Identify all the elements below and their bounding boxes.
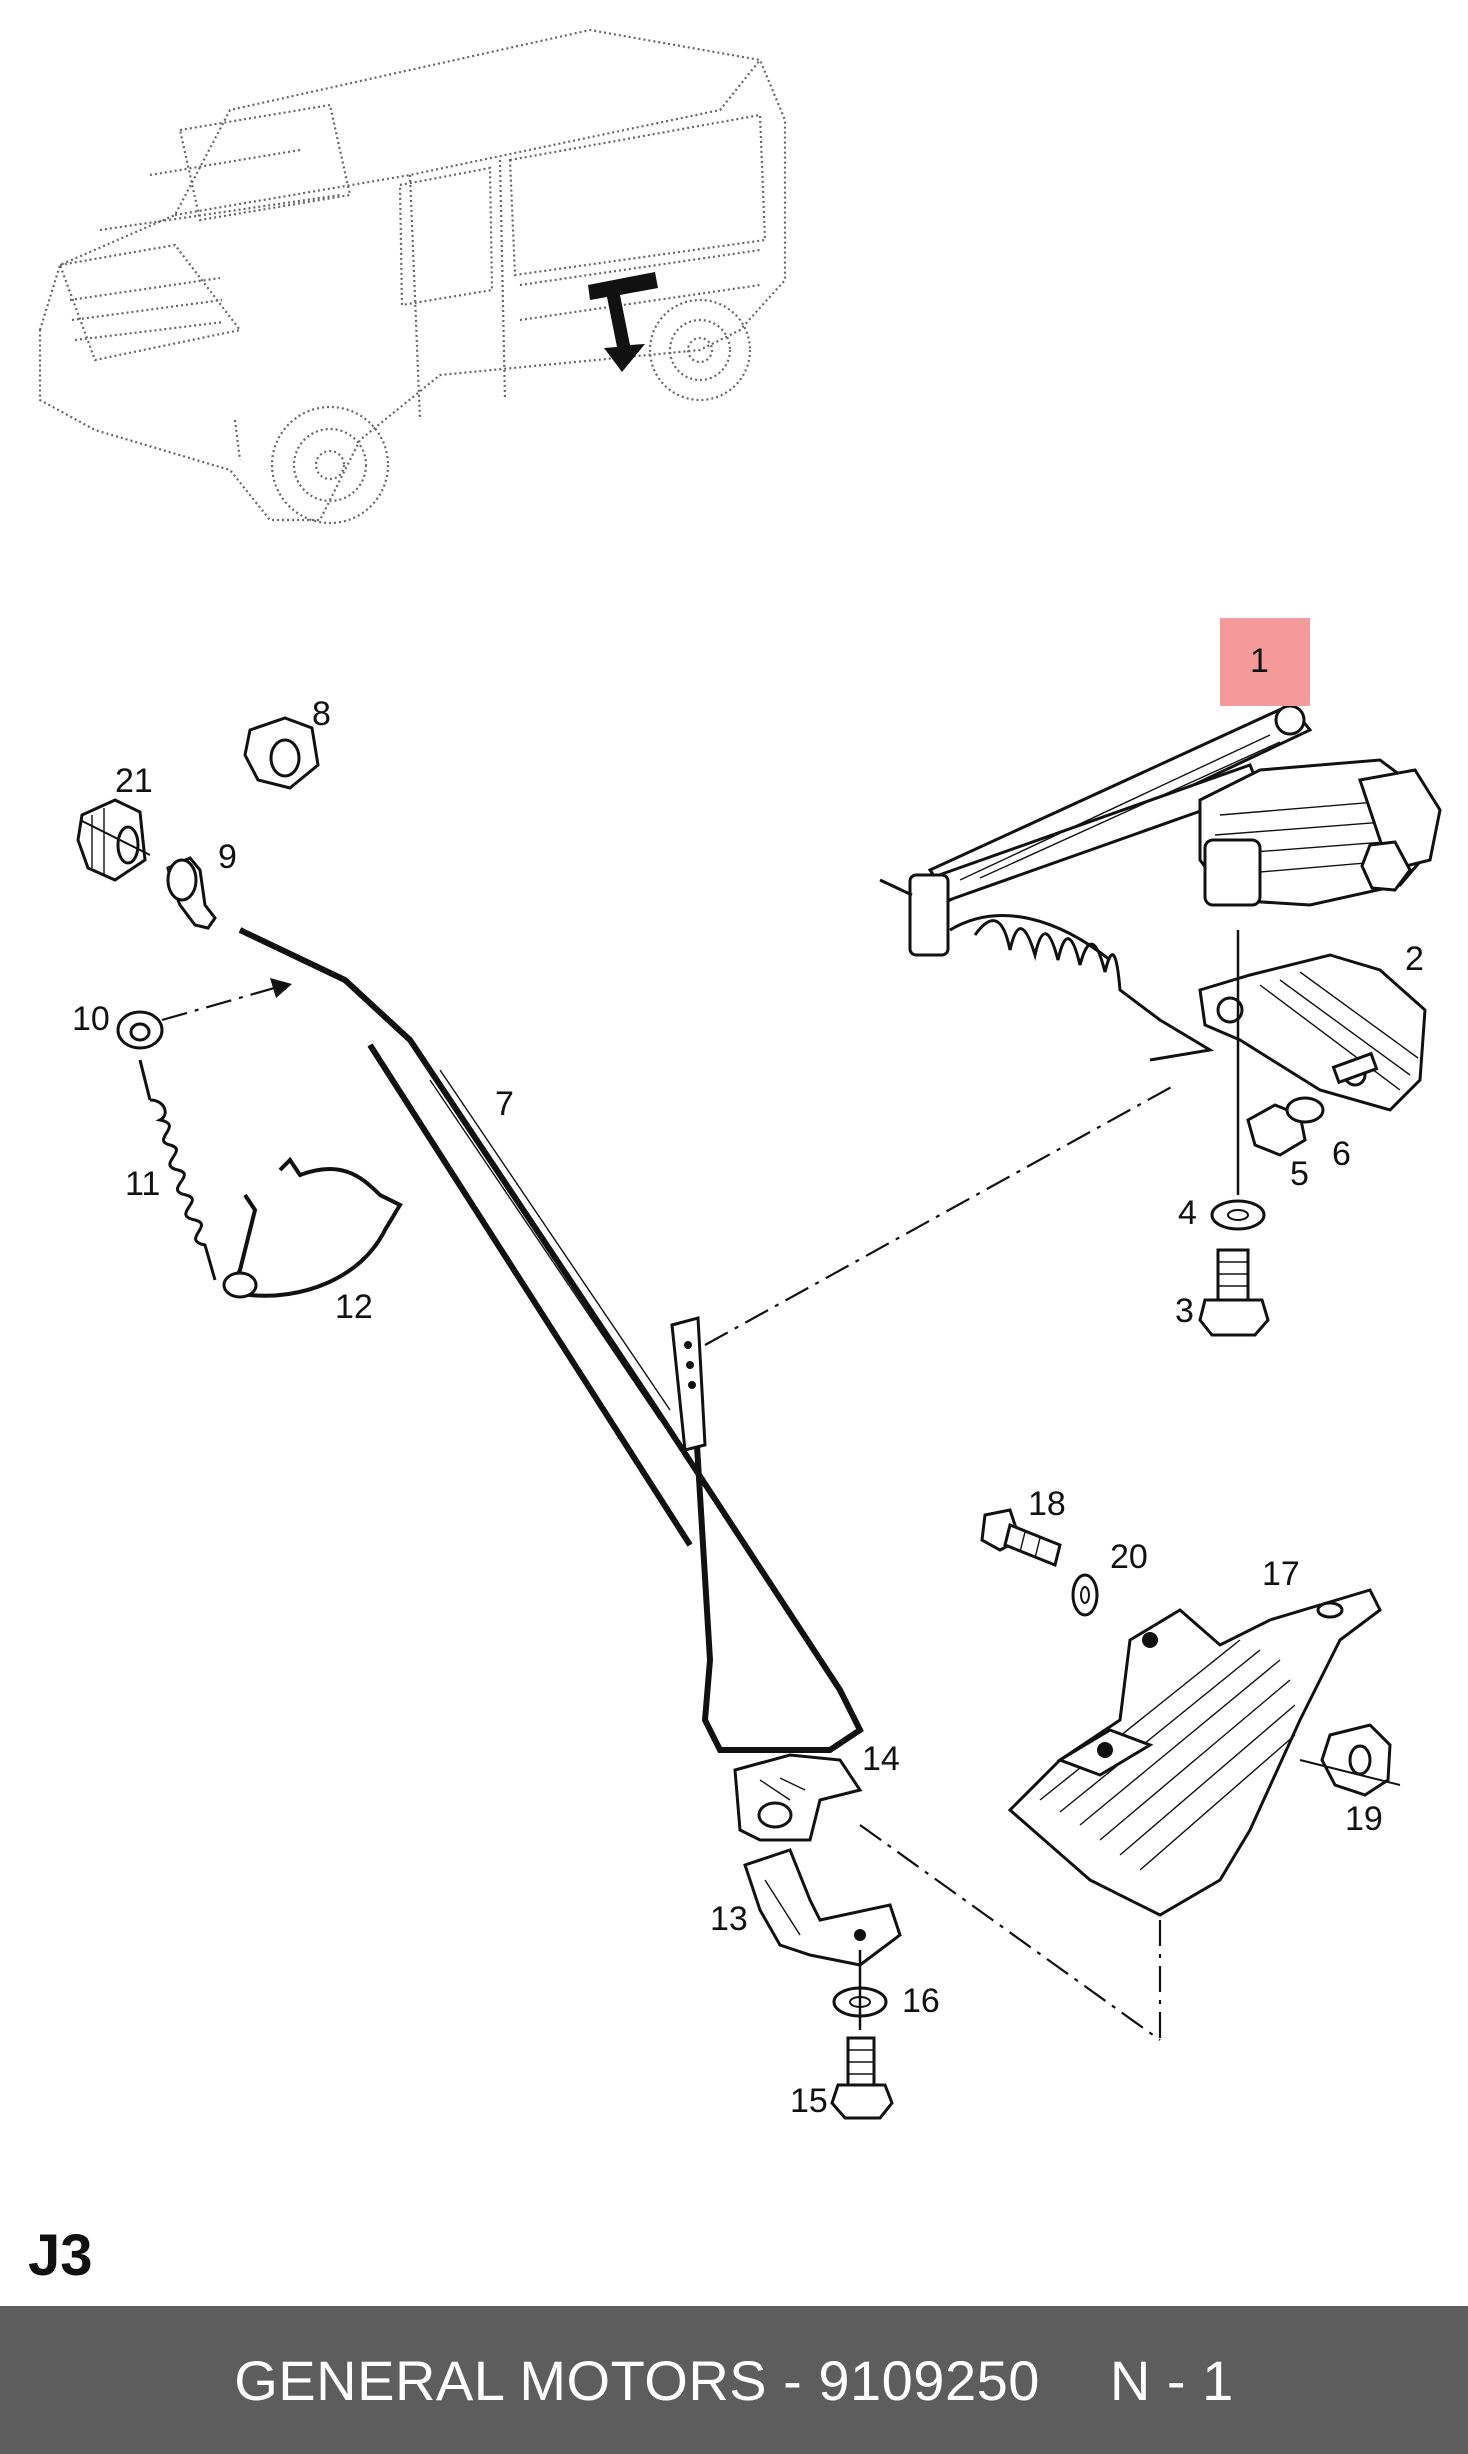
- callout-3: 3: [1175, 1292, 1194, 1330]
- part-20-washer: [1071, 1573, 1099, 1617]
- callout-17: 17: [1262, 1555, 1300, 1593]
- part-10-clip: [116, 1010, 164, 1050]
- part-17-mounting-bracket: [1007, 1588, 1382, 1917]
- callout-21: 21: [115, 762, 153, 800]
- part-18-bolt: [980, 1508, 1062, 1568]
- callout-13: 13: [710, 1900, 748, 1938]
- part-4-lock-washer: [1210, 1199, 1266, 1231]
- van-overview-illustration: [38, 28, 787, 525]
- section-code: J3: [28, 2223, 93, 2288]
- footer-bar: GENERAL MOTORS - 9109250 N - 1: [0, 2306, 1468, 2454]
- part-7-linkage-rod: [238, 927, 864, 1753]
- part-1-brake-valve: [879, 703, 1442, 1062]
- callout-18: 18: [1028, 1485, 1066, 1523]
- part-13-bracket: [743, 1848, 902, 1967]
- part-21-bushing: [76, 798, 147, 882]
- parts-diagram: 1 2 3 4 5 6 7 8 9 10 11 12 13 14 15 16 1…: [38, 28, 1442, 2120]
- tension-spring: [973, 919, 1215, 1062]
- location-marker-icon: [588, 272, 658, 372]
- callout-20: 20: [1110, 1538, 1148, 1576]
- callout-4: 4: [1178, 1194, 1197, 1232]
- part-12-wire-clip: [222, 1156, 403, 1299]
- highlight-box-part-1: [1220, 618, 1310, 706]
- callout-16: 16: [902, 1982, 940, 2020]
- callout-9: 9: [218, 838, 237, 876]
- callout-8: 8: [312, 695, 331, 733]
- part-3-bolt: [1198, 1248, 1270, 1337]
- callout-10: 10: [72, 1000, 110, 1038]
- callout-15: 15: [790, 2082, 828, 2120]
- part-19-bushing: [1320, 1723, 1392, 1797]
- part-6-washer: [1285, 1096, 1325, 1124]
- callout-7: 7: [495, 1085, 514, 1123]
- part-9-pin: [166, 856, 217, 930]
- part-2-valve-bracket: [1198, 953, 1427, 1112]
- footer-quantity: N - 1: [1109, 2348, 1234, 2412]
- callout-1: 1: [1250, 642, 1269, 680]
- callout-14: 14: [862, 1740, 900, 1778]
- part-11-spring: [138, 1059, 217, 1281]
- callout-19: 19: [1345, 1800, 1383, 1838]
- part-8-bushing: [243, 716, 320, 790]
- part-15-bolt: [830, 2036, 894, 2120]
- part-14-bushing: [733, 1753, 863, 1842]
- callout-5: 5: [1290, 1155, 1309, 1193]
- footer-brand-part-number: GENERAL MOTORS - 9109250: [234, 2348, 1040, 2412]
- callout-2: 2: [1405, 940, 1424, 978]
- callout-6: 6: [1332, 1135, 1351, 1173]
- callout-12: 12: [335, 1288, 373, 1326]
- callout-11: 11: [125, 1165, 160, 1203]
